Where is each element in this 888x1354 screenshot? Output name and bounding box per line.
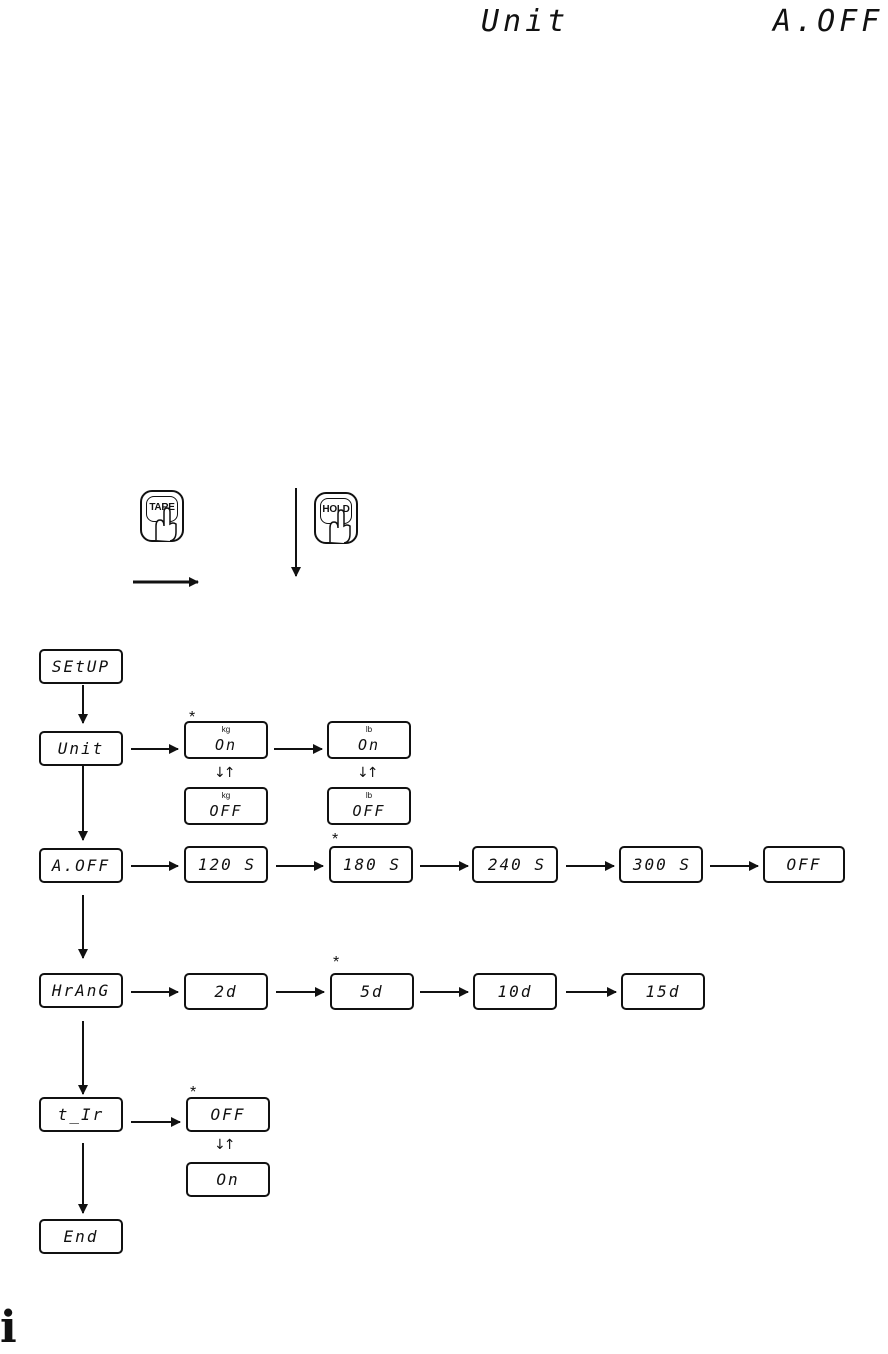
lcd-kg-off-text: OFF <box>209 801 243 820</box>
lcd-aoff-240s-text: 240 S <box>487 854 546 874</box>
lcd-hrang-15d-text: 15d <box>645 981 681 1001</box>
lcd-aoff-off: OFF <box>763 846 845 883</box>
lcd-setup: SEtUP <box>39 649 123 684</box>
lcd-lb-off-text: OFF <box>352 801 386 820</box>
tare-finger-icon <box>155 507 177 542</box>
lcd-end-text: End <box>63 1226 99 1246</box>
info-icon: i <box>0 1302 17 1353</box>
toggle-marker-lb: ↓↑ <box>357 765 379 781</box>
lcd-tir-on-text: On <box>216 1169 240 1189</box>
lcd-kg-on-text: On <box>214 735 238 754</box>
lcd-hrang-5d-text: 5d <box>360 981 384 1001</box>
lcd-hrang-5d: 5d <box>330 973 414 1010</box>
lcd-kg-on: kg On <box>184 721 268 759</box>
header-aoff-segment: A.OFF <box>773 4 884 39</box>
lcd-aoff-300s: 300 S <box>619 846 703 883</box>
lcd-hrang-2d-text: 2d <box>214 981 238 1001</box>
lcd-aoff-text: A.OFF <box>51 855 111 875</box>
lcd-tir-text: t_Ir <box>57 1104 105 1124</box>
lcd-tir-off-text: OFF <box>210 1104 246 1124</box>
lcd-aoff-180s-text: 180 S <box>342 854 401 874</box>
tare-key-icon: TARE <box>140 490 184 542</box>
default-marker-tir-off: * <box>190 1084 197 1101</box>
hold-key-label: HOLD <box>322 504 350 515</box>
lcd-lb-on-text: On <box>357 735 381 754</box>
lcd-unit-text: Unit <box>57 738 105 758</box>
default-marker-5d: * <box>333 954 340 971</box>
lcd-kg-off: kg OFF <box>184 787 268 825</box>
lcd-setup-text: SEtUP <box>51 656 111 676</box>
lcd-lb-on: lb On <box>327 721 411 759</box>
lcd-hrang-text: HrAnG <box>51 980 111 1000</box>
lcd-hrang-10d: 10d <box>473 973 557 1010</box>
default-marker-180s: * <box>332 831 339 848</box>
lcd-kg-on-unit: kg <box>221 725 231 734</box>
lcd-kg-off-unit: kg <box>221 791 231 800</box>
lcd-aoff-off-text: OFF <box>786 854 822 874</box>
lcd-hrang-10d-text: 10d <box>497 981 533 1001</box>
toggle-marker-tir: ↓↑ <box>214 1137 236 1153</box>
lcd-hrang: HrAnG <box>39 973 123 1008</box>
lcd-tir-off: OFF <box>186 1097 270 1132</box>
lcd-hrang-2d: 2d <box>184 973 268 1010</box>
toggle-marker-kg: ↓↑ <box>214 765 236 781</box>
lcd-aoff-120s: 120 S <box>184 846 268 883</box>
lcd-tir: t_Ir <box>39 1097 123 1132</box>
lcd-aoff: A.OFF <box>39 848 123 883</box>
lcd-aoff-300s-text: 300 S <box>632 854 691 874</box>
lcd-unit: Unit <box>39 731 123 766</box>
lcd-aoff-120s-text: 120 S <box>197 854 256 874</box>
lcd-end: End <box>39 1219 123 1254</box>
tare-key-label: TARE <box>149 502 175 513</box>
lcd-aoff-180s: 180 S <box>329 846 413 883</box>
lcd-lb-on-unit: lb <box>365 725 373 734</box>
default-marker-kg-on: * <box>189 709 196 726</box>
hold-key-icon: HOLD <box>314 492 358 544</box>
lcd-tir-on: On <box>186 1162 270 1197</box>
lcd-aoff-240s: 240 S <box>472 846 558 883</box>
lcd-hrang-15d: 15d <box>621 973 705 1010</box>
header-unit-segment: Unit <box>481 4 570 39</box>
hold-finger-icon <box>329 509 351 544</box>
lcd-lb-off: lb OFF <box>327 787 411 825</box>
lcd-lb-off-unit: lb <box>365 791 373 800</box>
